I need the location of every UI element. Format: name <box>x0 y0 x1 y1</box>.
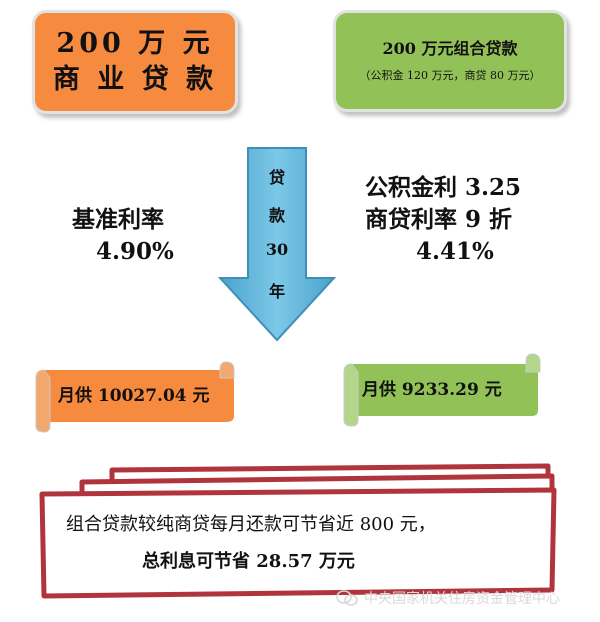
left-monthly-payment: 月供 10027.04 元 <box>58 386 210 406</box>
right-monthly-payment: 月供 9233.29 元 <box>362 380 502 400</box>
combined-loan-box: 200 万元组合贷款 （公积金 120 万元，商贷 80 万元） <box>333 10 567 112</box>
commercial-loan-box: 200 万 元 商 业 贷 款 <box>32 10 238 114</box>
loan-amount-text: 200 万 元 <box>56 28 214 59</box>
scroll-banner-right <box>343 353 541 427</box>
summary-line-2: 总利息可节省 28.57 万元 <box>142 551 355 572</box>
combined-loan-title: 200 万元组合贷款 <box>382 39 518 58</box>
summary-line-1: 组合贷款较纯商贷每月还款可节省近 800 元， <box>66 514 436 535</box>
scroll-banner-left <box>35 361 235 433</box>
wechat-icon <box>336 590 358 606</box>
arrow-char-3: 30 <box>265 240 289 259</box>
combined-rate-value: 4.41% <box>416 238 494 265</box>
benchmark-rate-label: 基准利率 <box>72 206 164 233</box>
provident-fund-rate: 公积金利 3.25 <box>365 174 522 201</box>
down-arrow-icon <box>218 147 336 342</box>
arrow-char-2: 款 <box>268 206 285 225</box>
commercial-discount-rate: 商贷利率 9 折 <box>365 206 513 233</box>
loan-type-text: 商 业 贷 款 <box>52 64 218 95</box>
combined-loan-subtitle: （公积金 120 万元，商贷 80 万元） <box>359 69 541 82</box>
arrow-char-4: 年 <box>268 282 285 301</box>
watermark-text: 中央国家机关住房资金管理中心 <box>364 591 560 607</box>
watermark: 中央国家机关住房资金管理中心 <box>336 588 560 608</box>
benchmark-rate-value: 4.90% <box>96 238 174 265</box>
arrow-char-1: 贷 <box>268 168 285 187</box>
